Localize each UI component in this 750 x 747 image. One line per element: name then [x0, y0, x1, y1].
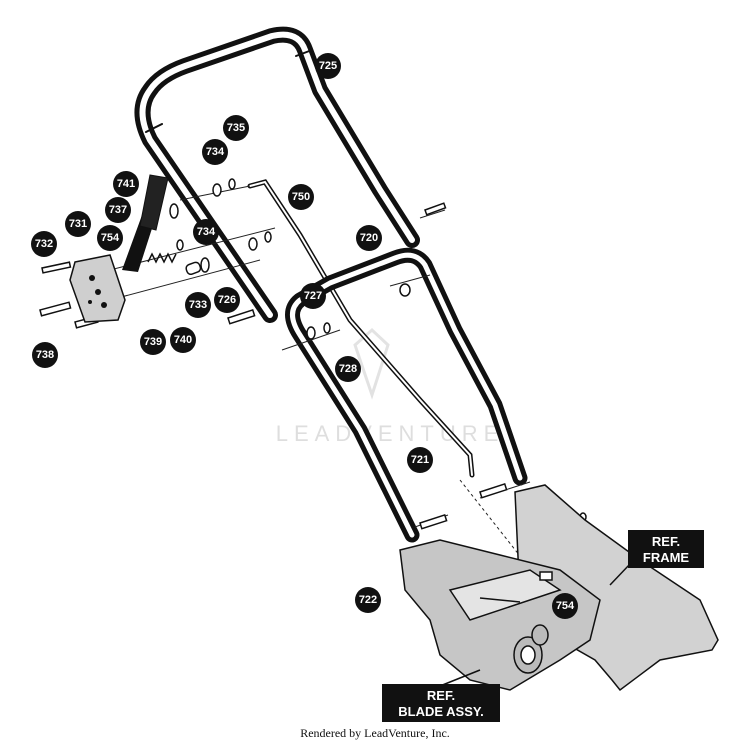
callout-label: 754 — [556, 600, 575, 612]
callout-label: 734 — [206, 146, 225, 158]
callout-bubble — [113, 171, 139, 197]
callout-label: 738 — [36, 349, 54, 361]
callout-label: 733 — [189, 299, 207, 311]
callout-label: 722 — [359, 594, 377, 606]
callout-c737: 737 — [105, 197, 131, 223]
callout-c728: 728 — [335, 356, 361, 382]
callout-c735: 735 — [223, 115, 249, 141]
callout-c738: 738 — [32, 342, 58, 368]
callout-c720: 720 — [356, 225, 382, 251]
callout-label: 721 — [411, 454, 429, 466]
callout-c733: 733 — [185, 292, 211, 318]
hardware — [39, 178, 587, 530]
callout-label: 728 — [339, 363, 357, 375]
footer-credit: Rendered by LeadVenture, Inc. — [300, 726, 450, 740]
callout-bubble — [97, 225, 123, 251]
callout-c734b: 734 — [193, 219, 219, 245]
callout-c739: 739 — [140, 329, 166, 355]
upper-handle — [134, 26, 420, 323]
callout-bubble — [315, 53, 341, 79]
ref-blade-label: REF. BLADE ASSY. — [382, 669, 500, 722]
callout-bubble — [223, 115, 249, 141]
callout-bubble — [407, 447, 433, 473]
lower-handle — [285, 247, 528, 543]
callout-c732: 732 — [31, 231, 57, 257]
callout-bubble — [202, 139, 228, 165]
callout-bubble — [288, 184, 314, 210]
callout-label: 740 — [174, 334, 192, 346]
callout-bubble — [65, 211, 91, 237]
callout-bubble — [185, 292, 211, 318]
callout-label: 720 — [360, 232, 378, 244]
mower-frame — [399, 484, 719, 692]
callout-c727: 727 — [300, 283, 326, 309]
callout-c726: 726 — [214, 287, 240, 313]
watermark-text: LEADVENTURE — [276, 421, 505, 446]
callout-bubble — [193, 219, 219, 245]
callout-label: 739 — [144, 336, 162, 348]
callout-c734a: 734 — [202, 139, 228, 165]
callout-c740: 740 — [170, 327, 196, 353]
callout-label: 726 — [218, 294, 236, 306]
callout-c750: 750 — [288, 184, 314, 210]
callout-c721: 721 — [407, 447, 433, 473]
control-rod — [247, 179, 475, 478]
callout-bubble — [335, 356, 361, 382]
control-lever — [122, 174, 169, 272]
callout-c754a: 754 — [97, 225, 123, 251]
callout-c741: 741 — [113, 171, 139, 197]
callout-bubble — [140, 329, 166, 355]
callout-label: 732 — [35, 238, 53, 250]
spring — [147, 252, 177, 264]
callout-bubble — [214, 287, 240, 313]
callout-label: 741 — [117, 178, 135, 190]
callout-bubble — [32, 342, 58, 368]
callout-label: 750 — [292, 191, 310, 203]
callout-bubble — [355, 587, 381, 613]
callout-c731: 731 — [65, 211, 91, 237]
callout-c754b: 754 — [552, 593, 578, 619]
callout-c722: 722 — [355, 587, 381, 613]
ref-frame-line1: REF. — [652, 534, 680, 549]
callout-bubble — [105, 197, 131, 223]
ref-frame-label: REF. FRAME — [609, 530, 704, 586]
callout-bubble — [31, 231, 57, 257]
callout-label: 734 — [197, 226, 216, 238]
callout-label: 737 — [109, 204, 127, 216]
bracket-plate — [69, 254, 126, 323]
callout-c725: 725 — [315, 53, 341, 79]
callout-label: 735 — [227, 122, 245, 134]
ref-blade-line2: BLADE ASSY. — [398, 704, 483, 719]
callout-label: 727 — [304, 290, 322, 302]
callout-label: 725 — [319, 60, 337, 72]
callout-label: 731 — [69, 218, 87, 230]
callout-bubble — [356, 225, 382, 251]
callout-bubble — [300, 283, 326, 309]
callout-label: 754 — [101, 232, 120, 244]
callout-bubble — [170, 327, 196, 353]
ref-frame-line2: FRAME — [643, 550, 690, 565]
callout-bubble — [552, 593, 578, 619]
ref-blade-line1: REF. — [427, 688, 455, 703]
